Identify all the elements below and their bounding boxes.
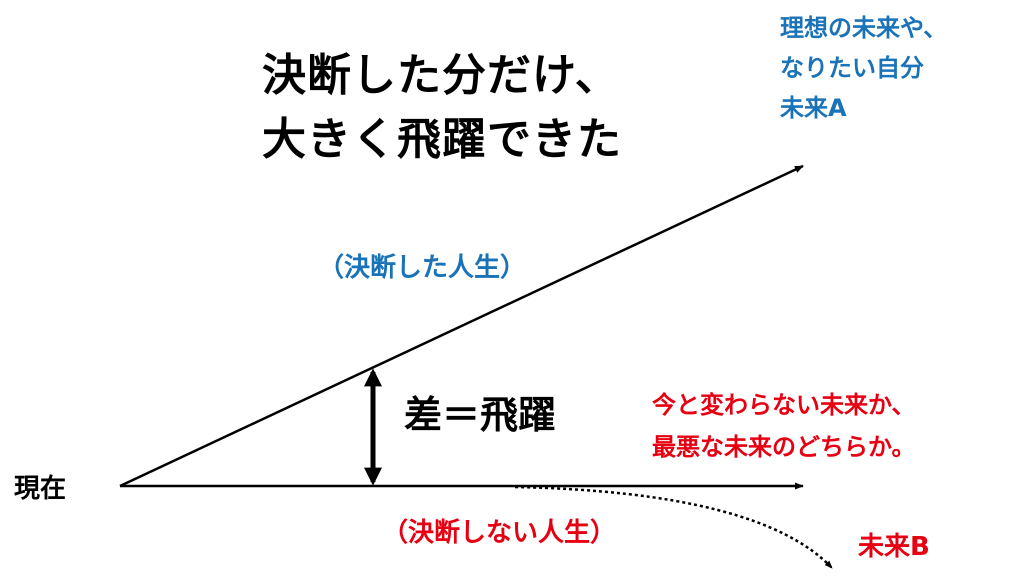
undecided-future-label: 今と変わらない未来か、 最悪な未来のどちらか。 xyxy=(652,384,916,468)
headline-line-2: 大きく飛躍できた xyxy=(262,114,622,165)
worst-future-dotted-arrow xyxy=(514,485,833,569)
headline: 決断した分だけ、 大きく飛躍できた xyxy=(262,44,622,172)
future-a-label: 理想の未来や、 なりたい自分 未来A xyxy=(780,8,947,128)
future-b-label: 未来B xyxy=(858,532,930,562)
now-label: 現在 xyxy=(14,474,67,504)
undecided-future-line-1: 今と変わらない未来か、 xyxy=(652,391,916,419)
undecided-life-label: （決断しない人生） xyxy=(382,518,617,548)
decided-path-arrow xyxy=(119,164,804,488)
undecided-future-line-2: 最悪な未来のどちらか。 xyxy=(652,433,916,461)
future-a-line-2: なりたい自分 xyxy=(780,54,924,82)
gap-label: 差＝飛躍 xyxy=(404,393,557,437)
decided-life-label: （決断した人生） xyxy=(318,253,527,283)
headline-line-1: 決断した分だけ、 xyxy=(262,50,620,101)
future-a-line-3: 未来A xyxy=(780,94,847,122)
future-a-line-1: 理想の未来や、 xyxy=(780,14,948,42)
